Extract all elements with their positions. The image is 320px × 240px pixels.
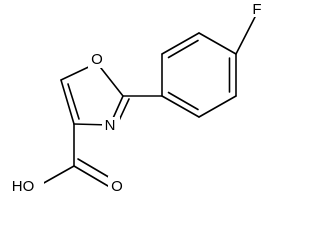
bond-ring-c4-c5 [198,95,237,118]
bond-ring-c2-c3 [198,32,237,55]
hydroxyl-group-label: HO [12,178,35,195]
bond-c-f [235,14,257,55]
hydroxyl-label-bg [4,176,44,195]
carbonyl-oxygen-atom-label: O [111,178,123,195]
oxazole-oxygen-atom-label: O [91,51,103,68]
bond-oxazole-c2-o1 [96,62,124,97]
carbonyl-oxygen-label-bg [108,176,126,195]
oxazole-oxygen-label-bg [88,50,106,68]
bond-oxazole-double-c5-c4 [67,83,80,120]
bond-ring-c1-c2 [161,32,200,55]
oxazole-nitrogen-atom-label: N [105,117,116,134]
bond-oxazole-c5-c4 [60,79,75,125]
atom-labels: F O N O HO [4,0,264,195]
oxazole-nitrogen-label-bg [102,117,120,135]
bond-ring-double-c1-c2 [167,39,199,59]
fluorine-label-bg [250,0,264,17]
bonds [41,14,257,187]
chemical-structure-diagram: F O N O HO [4,0,264,195]
fluorine-atom-label: F [252,1,261,18]
bond-carbonyl-2 [77,158,113,180]
bond-ring-double-c5-c6 [167,91,199,111]
bond-carbonyl-1 [73,165,109,187]
bond-carboxyl-oh [41,165,75,185]
bond-ring-c5-c6 [161,95,200,118]
